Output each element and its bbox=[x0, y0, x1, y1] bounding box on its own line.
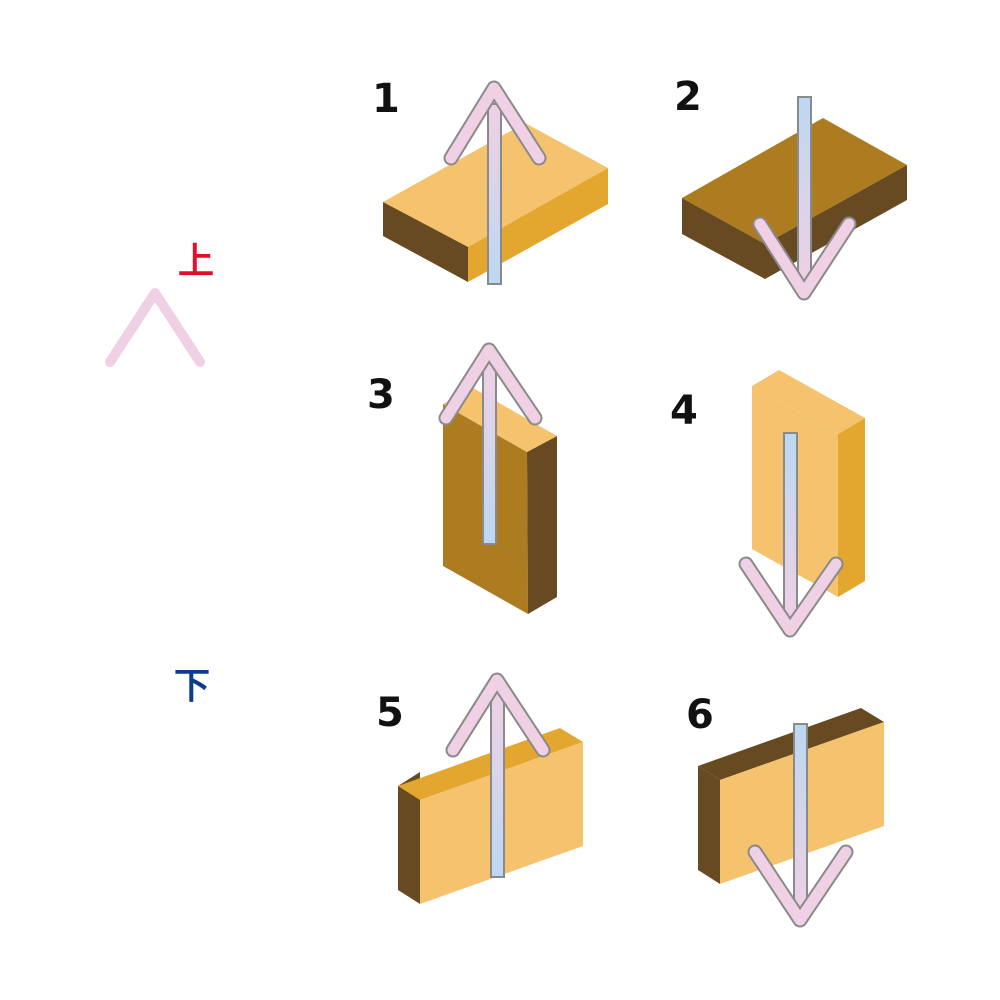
block-6-arrow-down bbox=[747, 723, 854, 928]
block-2: 2 bbox=[674, 74, 907, 301]
block-3-arrow-up bbox=[438, 342, 543, 545]
block-6-left-face bbox=[698, 766, 720, 884]
block-4-side-face bbox=[838, 418, 865, 597]
block-2-left-face bbox=[682, 198, 765, 279]
block-6-top-face bbox=[698, 708, 884, 780]
block-2-number: 2 bbox=[674, 74, 702, 120]
block-3-side-face bbox=[527, 436, 557, 614]
legend-arrow bbox=[105, 288, 205, 691]
block-5-left-face bbox=[398, 772, 420, 904]
block-3-number: 3 bbox=[367, 372, 395, 418]
block-5-number: 5 bbox=[376, 690, 404, 736]
block-6-number: 6 bbox=[686, 692, 714, 738]
block-6: 6 bbox=[686, 692, 884, 928]
up-label: 上 bbox=[178, 241, 214, 282]
block-4-top-face bbox=[752, 370, 865, 434]
block-3: 3 bbox=[367, 342, 557, 614]
down-label: 下 bbox=[174, 666, 210, 707]
legend-arrow-head bbox=[105, 288, 205, 367]
block-1: 1 bbox=[372, 76, 608, 285]
block-1-left-face bbox=[383, 202, 468, 282]
block-4: 4 bbox=[670, 370, 865, 638]
block-5: 5 bbox=[376, 672, 583, 904]
block-1-number: 1 bbox=[372, 76, 400, 122]
block-5-arrow-up bbox=[445, 672, 551, 878]
block-1-right-face bbox=[468, 168, 608, 282]
block-3-top-face bbox=[443, 388, 557, 452]
block-4-arrow-down bbox=[738, 432, 844, 638]
block-2-top-face bbox=[682, 118, 907, 244]
block-2-arrow-down bbox=[752, 96, 857, 301]
block-1-arrow-up bbox=[443, 80, 547, 285]
block-4-number: 4 bbox=[670, 388, 698, 434]
